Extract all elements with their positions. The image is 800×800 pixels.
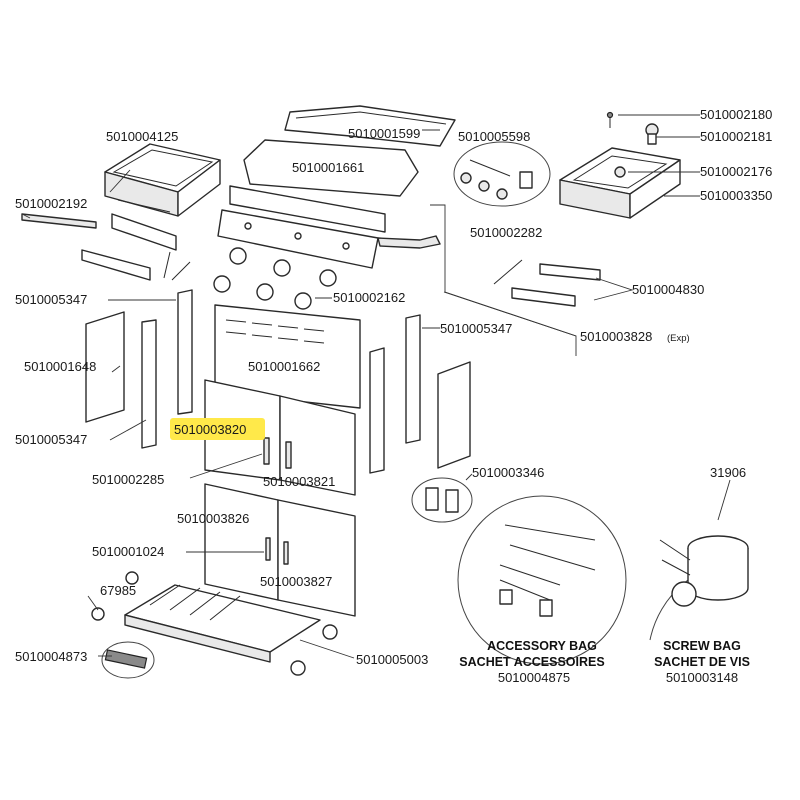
label-5010003820: 5010003820 [174,422,246,437]
screw-bag-illustration [649,535,749,641]
left-shelf-bracket-bar [21,213,97,229]
label-5010001661: 5010001661 [292,160,364,175]
label-5010001662: 5010001662 [248,359,320,374]
right-side-panel [437,361,471,469]
accessory-bag-callout [457,495,627,665]
label-5010002285: 5010002285 [92,472,164,487]
accessory-bag-labels: ACCESSORY BAG SACHET ACCESSOIRES 5010004… [459,639,604,685]
callout-5598 [453,141,551,207]
label-5010003826: 5010003826 [177,511,249,526]
label-5010002192: 5010002192 [15,196,87,211]
left-posts [141,289,193,449]
cabinet-back-panel [214,304,361,409]
label-5010005347-left-bottom: 5010005347 [15,432,87,447]
label-5010003828-suffix: (Exp) [667,333,690,344]
label-5010002282: 5010002282 [470,225,542,240]
left-side-panel [85,311,125,423]
label-5010003827: 5010003827 [260,574,332,589]
right-shelf-rod [493,259,523,285]
left-side-shelf [104,143,221,217]
label-5010002176: 5010002176 [700,164,772,179]
label-5010005003: 5010005003 [356,652,428,667]
label-5010003346: 5010003346 [472,465,544,480]
label-5010001024: 5010001024 [92,544,164,559]
label-67985: 67985 [100,583,136,598]
label-5010002162: 5010002162 [333,290,405,305]
label-5010002181: 5010002181 [700,129,772,144]
callout-3346 [411,477,473,523]
part-labels: 5010004125 5010002192 5010005347 5010001… [15,107,772,667]
label-5010004873: 5010004873 [15,649,87,664]
accessory-bag-part-no: 5010004875 [498,670,570,685]
lower-doors [204,483,356,617]
label-5010005347-right: 5010005347 [440,321,512,336]
label-5010004830: 5010004830 [632,282,704,297]
label-5010001599: 5010001599 [348,126,420,141]
leader-lines [21,114,731,659]
label-31906: 31906 [710,465,746,480]
screw-bag-title-fr: SACHET DE VIS [654,655,750,669]
accessory-bag-title-fr: SACHET ACCESSOIRES [459,655,604,669]
control-knobs [213,247,337,310]
callout-4873 [101,641,155,679]
label-5010003828: 5010003828 [580,329,652,344]
label-5010004125: 5010004125 [106,129,178,144]
label-5010005598: 5010005598 [458,129,530,144]
left-shelf-brackets [81,213,177,281]
accessory-bag-title-en: ACCESSORY BAG [487,639,597,653]
lid-frame-1599 [284,105,456,147]
screw-bag-title-en: SCREW BAG [663,639,741,653]
screw-bag-part-no: 5010003148 [666,670,738,685]
label-5010003820-highlight [170,418,265,440]
right-posts [369,314,421,474]
label-5010003821: 5010003821 [263,474,335,489]
grill-frame-1661 [243,139,419,197]
side-burner-parts [559,111,681,219]
label-5010001648: 5010001648 [24,359,96,374]
label-5010003350: 5010003350 [700,188,772,203]
label-5010005347-left-top: 5010005347 [15,292,87,307]
screw-bag-labels: SCREW BAG SACHET DE VIS 5010003148 [654,639,750,685]
control-panel [171,185,441,281]
right-shelf-brackets [511,263,601,307]
label-5010002180: 5010002180 [700,107,772,122]
base-frame [91,571,338,676]
